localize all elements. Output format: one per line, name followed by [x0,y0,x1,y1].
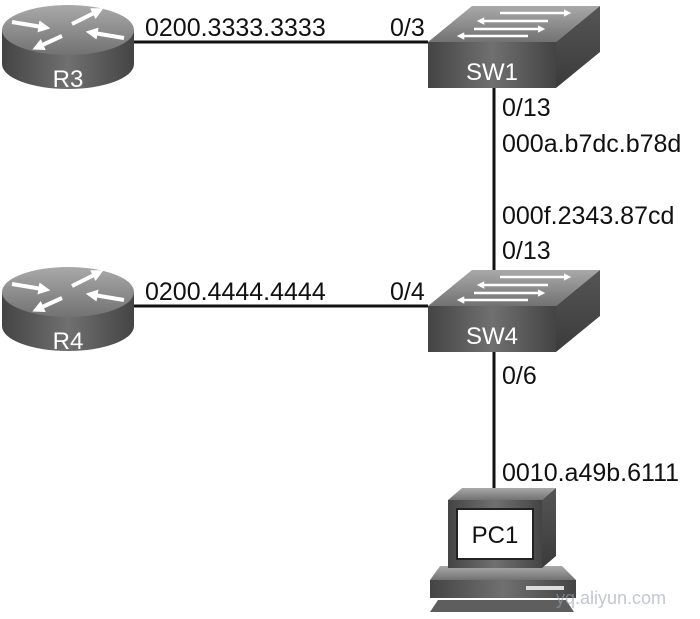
router-arrow-out-icon [71,270,104,288]
router-arrow-out-icon [32,296,63,312]
pc-monitor-top [448,488,556,500]
router-arrow-in-icon [85,27,125,40]
switch-top [428,270,600,306]
router-arrow-in-icon [11,282,51,295]
sw1-port-to-sw4: 0/13 [502,94,551,122]
router-top [2,5,134,55]
pc1-mac-address: 0010.a49b.6111 [502,459,679,487]
router-top [2,267,134,317]
r4-mac-address: 0200.4444.4444 [145,278,326,306]
pc-label: PC1 [472,522,519,549]
pc-keyboard [430,600,574,612]
pc-drive-slot [526,586,564,590]
pc-base-front [430,580,576,598]
sw4-port-to-pc1: 0/6 [502,362,537,390]
switch-top [428,6,600,42]
pc-screen [456,508,534,560]
r3-mac-address: 0200.3333.3333 [145,14,326,42]
sw4-mac-address: 000f.2343.87cd [502,202,674,230]
pc-monitor-side [542,488,556,568]
router-label: R3 [53,66,84,93]
router-arrow-out-icon [32,34,63,50]
router-label: R4 [53,328,84,355]
router-arrow-out-icon [71,8,104,26]
switch-side [556,270,600,352]
pc-base-top [430,566,576,580]
router-arrow-in-icon [11,20,51,33]
switch-sw4: SW4 [428,270,600,352]
switch-label: SW1 [466,59,518,86]
switch-side [556,6,600,88]
pc-pc1: PC1 [430,488,576,612]
router-r4: R4 [2,267,134,355]
switch-front [428,306,556,352]
switch-front [428,42,556,88]
sw4-port-to-r4: 0/4 [390,278,425,306]
router-r3: R3 [2,5,134,93]
watermark-url: yq.aliyun.com [556,588,666,608]
switch-sw1: SW1 [428,6,600,88]
switch-label: SW4 [466,323,518,350]
sw1-port-to-r3: 0/3 [390,14,425,42]
sw4-port-to-sw1: 0/13 [502,237,551,265]
router-arrow-in-icon [85,289,125,302]
sw1-mac-address: 000a.b7dc.b78d [502,130,681,158]
